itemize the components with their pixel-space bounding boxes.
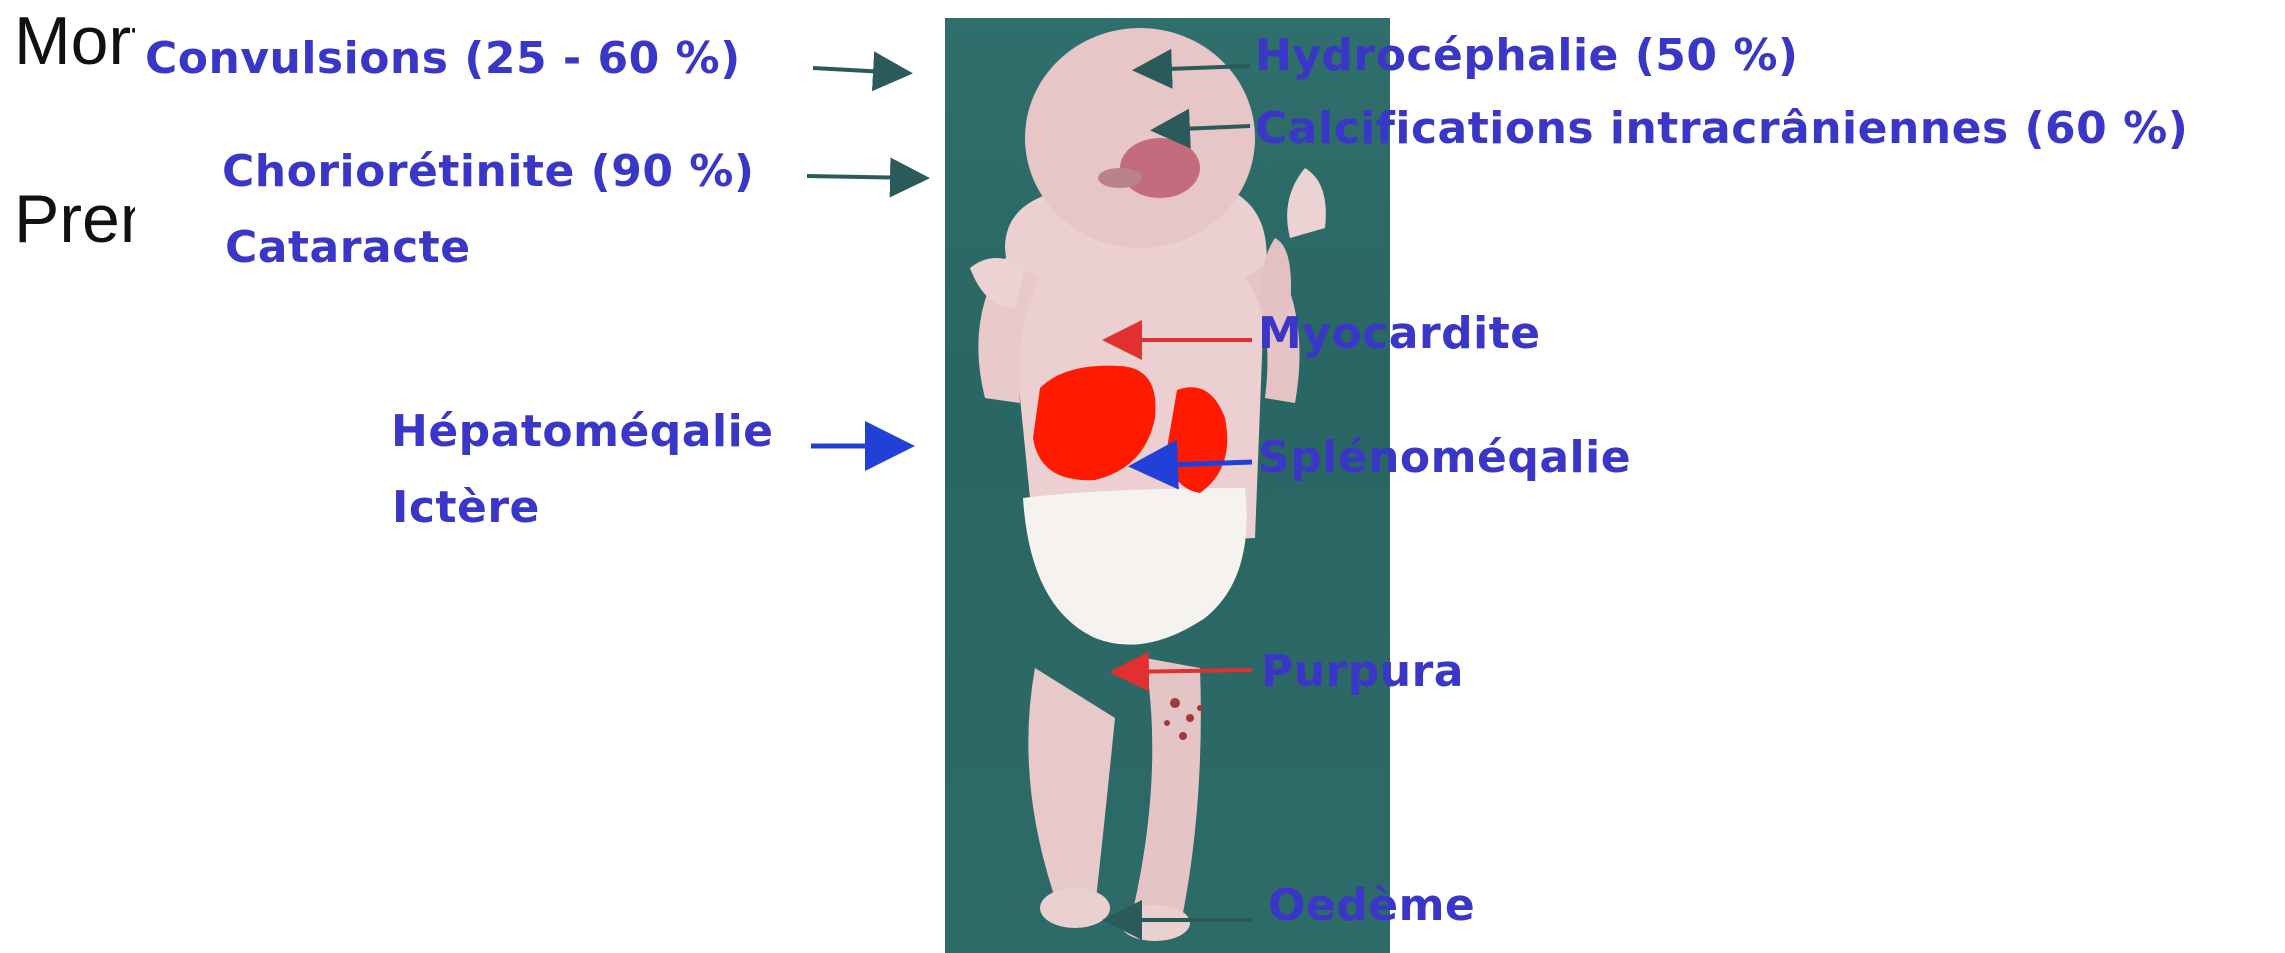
arrow-convulsions: [813, 68, 905, 73]
arrow-chorioretinite: [807, 176, 922, 178]
arrow-calcifications: [1158, 126, 1250, 130]
arrow-purpura: [1117, 670, 1252, 672]
annotated-figure: Convulsions (25 - 60 %) Choriorétinite (…: [135, 0, 2285, 953]
arrow-hydrocephalie: [1140, 66, 1250, 70]
pointer-arrows: [135, 0, 2285, 953]
arrow-splenomegalie: [1138, 462, 1252, 466]
